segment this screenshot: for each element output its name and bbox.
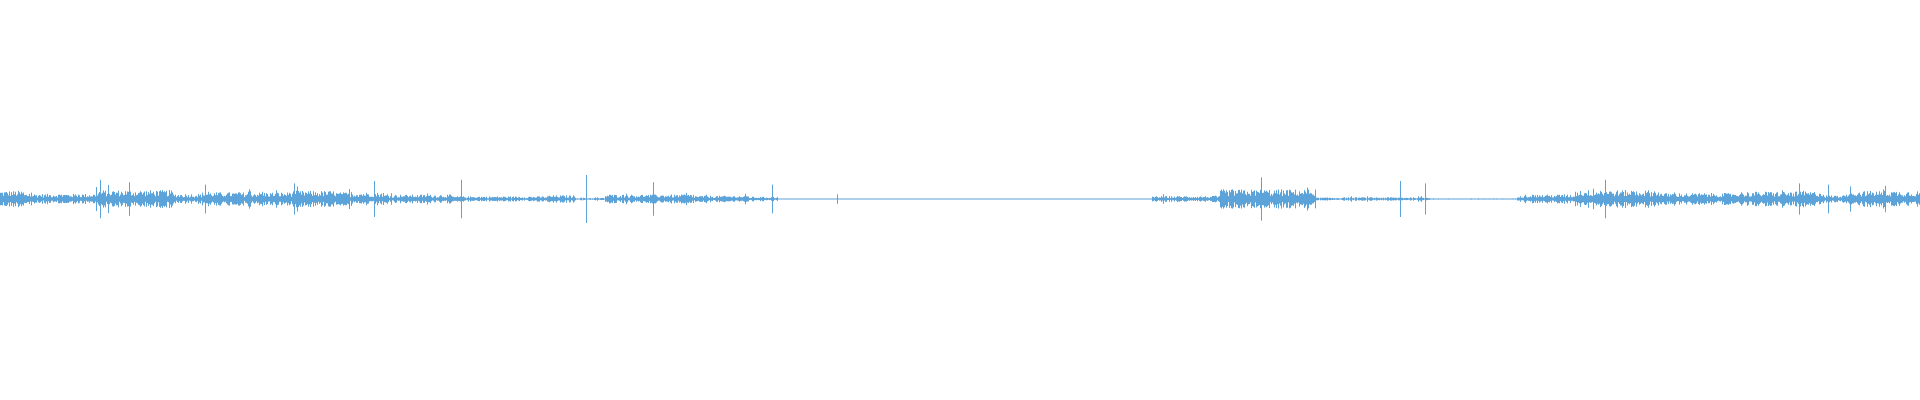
waveform-envelope [0, 184, 1920, 214]
waveform-bars [0, 175, 1920, 223]
